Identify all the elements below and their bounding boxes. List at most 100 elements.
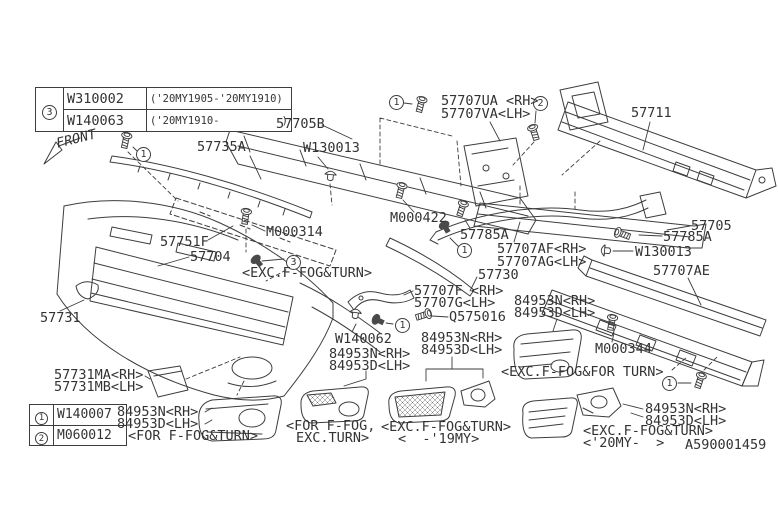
- label-57731mb: 57731MB<LH>: [54, 379, 144, 395]
- label-57707ua: 57707UA <RH>: [441, 93, 539, 109]
- lower-rail-drawing: [541, 289, 765, 387]
- bracket-57707af-drawing: [429, 191, 667, 245]
- label-w140062: W140062: [335, 331, 392, 347]
- label-w130013-left: W130013: [303, 140, 360, 156]
- label-m000344: M000344: [595, 341, 652, 357]
- label-84953d-1: 84953D<LH>: [117, 416, 199, 432]
- label-57707f: 57707F <RH>: [414, 283, 504, 299]
- drawing-number: A590001459: [685, 437, 767, 453]
- label-m000314: M000314: [266, 224, 323, 240]
- clip-icon: [348, 308, 363, 320]
- range-close: ): [281, 114, 288, 127]
- label-84953d-4: 84953D<LH>: [514, 305, 596, 321]
- bolt-icon: [612, 226, 632, 243]
- strip-57735a-drawing: [109, 155, 313, 219]
- table-badge-cell: 3: [35, 87, 64, 132]
- label-exc-fog-for-turn: <EXC.F-FOG&FOR TURN>: [501, 364, 664, 380]
- rail-57707ae-drawing: [577, 255, 767, 337]
- construction-dashed-lines: [127, 117, 718, 396]
- callout-1: 1: [136, 147, 151, 162]
- bolt-icon: [526, 122, 542, 142]
- label-57730: 57730: [478, 267, 519, 283]
- applicability-table: 3 W310002 ('20MY1905-'20MY1910) W140063 …: [35, 87, 292, 132]
- label-exc-fog-turn-mid: <EXC.F-FOG&TURN>: [242, 265, 373, 281]
- label-57731: 57731: [40, 310, 81, 326]
- label-84953n-4: 84953N<RH>: [514, 293, 596, 309]
- front-direction-arrow: [43, 137, 81, 165]
- callout-3-badge: 3: [42, 104, 57, 120]
- label-exc-fog-turn-19: <EXC.F-FOG&TURN>: [381, 419, 512, 435]
- label-20my: <'20MY- >: [583, 435, 665, 451]
- label-84953n-2: 84953N<RH>: [329, 346, 411, 362]
- label-m000422: M000422: [390, 210, 447, 226]
- fog-cover-20my-drawing: [522, 397, 578, 439]
- retainer-57751f-drawing: [169, 197, 337, 267]
- bolt-icon: [454, 198, 470, 218]
- fog-cover-exc-fog-for-turn-drawing: [513, 329, 582, 380]
- callout-3: 3: [286, 255, 301, 270]
- bolt-icon: [118, 131, 133, 150]
- bumper-face-57704-drawing: [56, 200, 381, 401]
- label-57705b: 57705B: [276, 116, 325, 132]
- bolt-icon: [413, 94, 429, 114]
- label-57707g: 57707G<LH>: [414, 295, 496, 311]
- callout-1: 1: [395, 318, 410, 333]
- part-number-cell: W140007: [53, 404, 127, 426]
- dark-clip-icon: [370, 312, 386, 328]
- clip-icon: [600, 244, 612, 258]
- label-57707af: 57707AF<RH>: [497, 241, 587, 257]
- date-range-cell: ('20MY1905-'20MY1910): [146, 87, 292, 110]
- label-57711: 57711: [631, 105, 672, 121]
- part-number-cell: M060012: [53, 424, 127, 446]
- range-text: ('20MY1905-'20MY1910): [150, 92, 283, 105]
- fog-lamp-20my-drawing: [576, 387, 622, 418]
- label-w130013-right: W130013: [635, 244, 692, 260]
- range-text: ('20MY1910-: [150, 114, 220, 127]
- fog-cover-19my-drawing: [388, 386, 456, 424]
- bolt-icon: [692, 370, 708, 390]
- fog-bracket-drawing: [460, 380, 496, 408]
- bracket-57707ua-drawing: [463, 137, 529, 207]
- label-57785a-left: 57785A: [460, 227, 509, 243]
- label-84953d-5: 84953D<LH>: [645, 413, 727, 429]
- beam-57711-drawing: [557, 81, 777, 199]
- table-badge-cell: 2: [29, 424, 54, 446]
- label-84953n-3: 84953N<RH>: [421, 330, 503, 346]
- fastener-legend-table: 1 W140007 2 M060012: [29, 404, 127, 446]
- label-q575016: Q575016: [449, 309, 506, 325]
- label-19my: < -'19MY>: [398, 431, 480, 447]
- callout-1: 1: [457, 243, 472, 258]
- label-84953d-3: 84953D<LH>: [421, 342, 503, 358]
- callout-1-badge: 1: [35, 411, 48, 425]
- clip-icon: [323, 170, 337, 182]
- leader-lines: [59, 102, 702, 425]
- callout-2: 2: [533, 96, 548, 111]
- label-84953n-1: 84953N<RH>: [117, 404, 199, 420]
- bracket-57707f-drawing: [347, 289, 415, 311]
- label-57707va: 57707VA<LH>: [441, 106, 531, 122]
- date-range-cell: ('20MY1910-): [146, 109, 292, 132]
- label-84953d-2: 84953D<LH>: [329, 358, 411, 374]
- callout-1: 1: [662, 376, 677, 391]
- callout-2-badge: 2: [35, 432, 48, 445]
- label-57731ma: 57731MA<RH>: [54, 367, 144, 383]
- callout-1: 1: [389, 95, 404, 110]
- bolt-icon: [239, 207, 253, 226]
- label-57705: 57705: [691, 218, 732, 234]
- fog-cover-for-fog-exc-turn-drawing: [300, 386, 369, 424]
- label-84953n-5: 84953N<RH>: [645, 401, 727, 417]
- label-57751f: 57751F: [160, 234, 209, 250]
- label-exc-fog-turn-20: <EXC.F-FOG&TURN>: [583, 423, 714, 439]
- cap-57731-drawing: [75, 281, 99, 300]
- label-57785a-right: 57785A: [663, 229, 712, 245]
- bracket-57731ma-drawing: [147, 365, 189, 398]
- label-57735a: 57735A: [197, 139, 246, 155]
- strip-57730-drawing: [385, 237, 475, 297]
- part-number-cell: W310002: [63, 87, 147, 110]
- label-for-ffog: <FOR F-FOG,: [286, 418, 376, 434]
- part-number-cell: W140063: [63, 109, 147, 132]
- label-exc-turn: EXC.TURN>: [296, 430, 370, 446]
- beam-57705-drawing: [473, 202, 707, 249]
